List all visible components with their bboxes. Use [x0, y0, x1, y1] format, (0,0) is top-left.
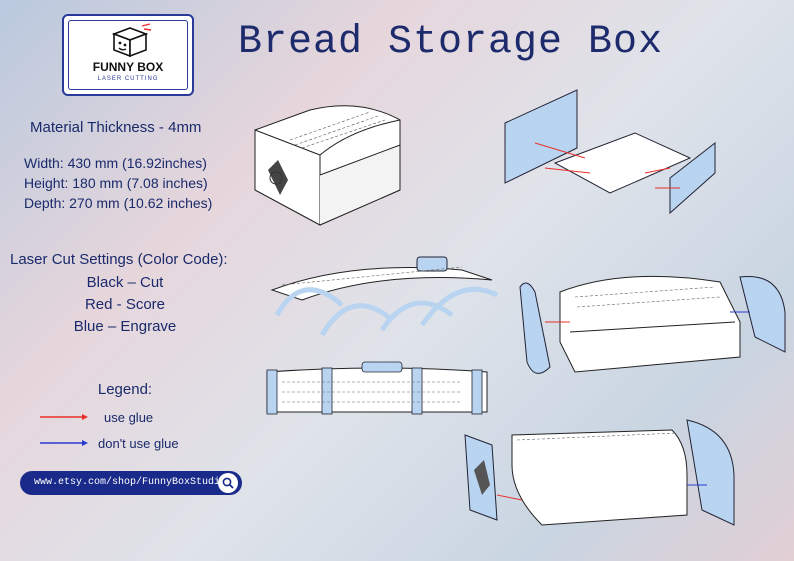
laser-blue: Blue – Engrave — [73, 318, 177, 335]
page-title: Bread Storage Box — [238, 20, 664, 65]
spec-depth: Depth: 270 mm (10.62 inches) — [24, 195, 213, 211]
sides-exploded-illustration — [519, 275, 786, 374]
assembled-box-illustration — [254, 105, 401, 226]
legend-glue: use glue — [104, 410, 154, 425]
shop-link[interactable]: www.etsy.com/shop/FunnyBoxStudio — [20, 471, 242, 495]
laser-red: Red - Score — [84, 296, 166, 313]
legend-no-glue: don't use glue — [98, 436, 179, 451]
spec-width: Width: 430 mm (16.92inches) — [24, 155, 207, 171]
lid-ribs-illustration — [270, 256, 499, 337]
logo-tagline: LASER CUTTING — [97, 76, 159, 82]
material-thickness: Material Thickness - 4mm — [30, 119, 202, 136]
red-arrow-icon — [40, 414, 88, 420]
logo-name: FUNNY BOX — [92, 60, 164, 74]
blue-arrow-icon — [40, 440, 88, 446]
logo-frame — [68, 20, 188, 90]
base-exploded-illustration — [504, 89, 716, 215]
final-assembly-illustration — [464, 419, 735, 526]
search-icon — [222, 477, 234, 489]
laser-black: Black – Cut — [86, 274, 164, 291]
search-button[interactable] — [218, 473, 238, 493]
shop-url: www.etsy.com/shop/FunnyBoxStudio — [34, 477, 227, 488]
legend-title: Legend: — [97, 381, 153, 398]
spec-height: Height: 180 mm (7.08 inches) — [24, 175, 208, 191]
lid-assembled-illustration — [266, 361, 488, 415]
box-logo-icon — [111, 23, 152, 58]
laser-settings-heading: Laser Cut Settings (Color Code): — [10, 251, 228, 268]
brand-logo: FUNNY BOX LASER CUTTING — [62, 14, 194, 96]
